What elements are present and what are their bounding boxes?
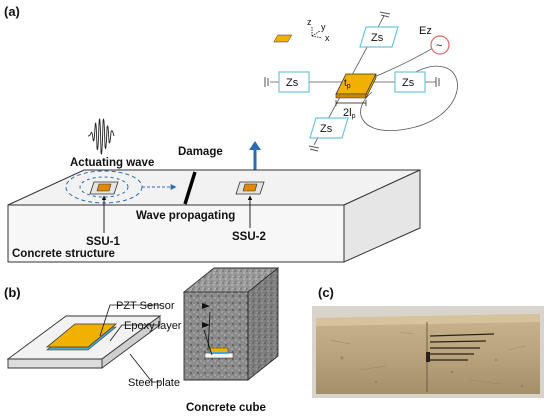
zs-label-bottom: Zs	[320, 123, 333, 135]
embedded-sensor	[204, 347, 234, 359]
zs-label-right: Zs	[402, 77, 415, 89]
zs-box-left: Zs	[278, 71, 310, 93]
panel-a-label: (a)	[4, 4, 20, 19]
ssu1-sensor	[89, 181, 119, 195]
wave-ring-inner	[79, 176, 129, 198]
ssu2-sensor	[235, 181, 265, 195]
ssu2-label: SSU-2	[232, 231, 266, 243]
axis-z-label: z	[307, 17, 312, 27]
actuating-wave-label: Actuating wave	[70, 157, 154, 169]
zs-box-top: Zs	[359, 26, 399, 48]
concrete-cube	[182, 267, 280, 381]
thickness-label: tp	[344, 78, 351, 90]
concrete-specimen-photo	[312, 306, 544, 398]
wave-propagating-label: Wave propagating	[136, 210, 235, 222]
pzt-element	[335, 73, 377, 99]
concrete-structure-label: Concrete structure	[12, 248, 115, 260]
pzt-callout-arrowhead	[202, 303, 210, 309]
callout-lines	[99, 304, 213, 383]
voltage-source-icon	[430, 35, 450, 55]
ssu1-label: SSU-1	[86, 236, 120, 248]
length-dimension	[335, 100, 367, 106]
voltage-source-symbol: ~	[436, 40, 442, 52]
epoxy-layer-label: Epoxy layer	[124, 320, 182, 332]
zs-box-bottom: Zs	[309, 117, 349, 139]
steel-plate-label: Steel plate	[128, 377, 180, 389]
length-label: 2lp	[343, 107, 356, 120]
pzt-on-plate	[45, 323, 118, 351]
damage-label: Damage	[178, 146, 223, 158]
panel-b-label: (b)	[4, 285, 21, 300]
wave-packet-icon	[87, 118, 115, 155]
panel-c-label: (c)	[318, 285, 334, 300]
zs-box-right: Zs	[394, 71, 426, 93]
zs-label-left: Zs	[286, 77, 299, 89]
zs-label-top: Zs	[371, 32, 384, 44]
axis-x-label: x	[325, 33, 330, 43]
pzt-sensor-label: PZT Sensor	[116, 300, 175, 312]
ground-symbols	[264, 11, 440, 152]
axis-triad	[273, 26, 323, 43]
concrete-cube-label: Concrete cube	[186, 402, 266, 414]
voltage-label: Ez	[419, 25, 432, 37]
axis-y-label: y	[321, 22, 326, 32]
epoxy-callout-arrowhead	[202, 322, 210, 328]
damage-crack	[183, 171, 197, 205]
